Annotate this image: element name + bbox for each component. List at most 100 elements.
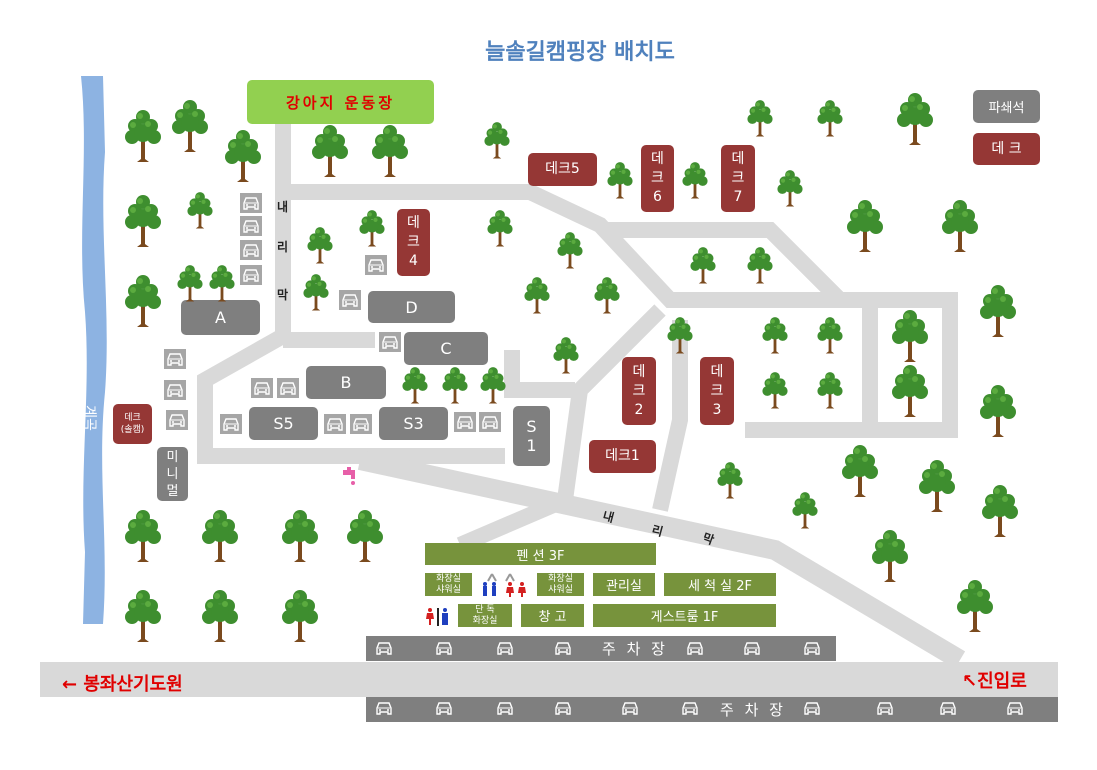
- deck-char: 데: [651, 151, 664, 167]
- faucet-icon: [343, 467, 355, 485]
- car-icon: [679, 698, 701, 722]
- car-icon: [350, 414, 372, 438]
- tree-icon: [483, 120, 511, 163]
- deck-char: 2: [634, 401, 644, 418]
- tree-icon: [978, 382, 1018, 442]
- tree-icon: [200, 587, 240, 647]
- deck-solo-camp[interactable]: 데크 (솔캠): [113, 404, 152, 444]
- site-b[interactable]: B: [306, 366, 386, 399]
- tree-icon: [170, 97, 210, 157]
- car-icon: [164, 349, 186, 373]
- deck-solo-label: (솔캠): [120, 425, 145, 435]
- site-d[interactable]: D: [368, 291, 455, 323]
- legend-deck: 데 크: [973, 133, 1040, 165]
- car-icon: [220, 414, 242, 438]
- deck-char: 3: [712, 401, 722, 418]
- car-icon: [874, 698, 896, 722]
- car-icon: [552, 698, 574, 722]
- car-icon: [433, 698, 455, 722]
- tree-icon: [940, 197, 980, 257]
- car-icon: [324, 414, 346, 438]
- car-icon: [684, 638, 706, 662]
- deck-char: 데: [731, 151, 745, 167]
- tree-icon: [123, 587, 163, 647]
- tree-icon: [441, 365, 469, 408]
- site-c[interactable]: C: [404, 332, 488, 365]
- tree-icon: [358, 208, 386, 251]
- car-icon: [801, 638, 823, 662]
- car-icon: [552, 638, 574, 662]
- tree-icon: [689, 245, 717, 288]
- washroom[interactable]: 세 척 실 2F: [664, 573, 776, 596]
- car-icon: [454, 412, 476, 436]
- tree-icon: [816, 98, 844, 141]
- minimal-char: 니: [166, 466, 179, 482]
- tree-icon: [681, 160, 709, 203]
- tree-icon: [208, 263, 236, 306]
- parking-bottom-label: 주 차 장: [720, 701, 786, 719]
- car-icon: [339, 290, 361, 314]
- tree-icon: [486, 208, 514, 251]
- office[interactable]: 관리실: [593, 573, 655, 596]
- tree-icon: [746, 98, 774, 141]
- tree-icon: [791, 490, 819, 533]
- deck-5[interactable]: 데크5: [528, 153, 597, 186]
- tree-icon: [186, 190, 214, 233]
- site-s3[interactable]: S3: [379, 407, 448, 440]
- legend-gravel: 파쇄석: [973, 90, 1040, 123]
- minimal-char: 미: [166, 449, 179, 465]
- tree-icon: [552, 335, 580, 378]
- tree-icon: [280, 587, 320, 647]
- site-a[interactable]: A: [181, 300, 260, 335]
- tree-icon: [176, 263, 204, 306]
- label: 샤워실: [436, 584, 461, 595]
- car-icon: [164, 380, 186, 404]
- tree-icon: [917, 457, 957, 517]
- car-icon: [365, 255, 387, 279]
- site-minimal[interactable]: 미 니 멀: [157, 447, 188, 501]
- site-s1-label-b: 1: [526, 436, 537, 455]
- tree-icon: [479, 365, 507, 408]
- car-icon: [479, 412, 501, 436]
- pension[interactable]: 펜 션 3F: [425, 543, 656, 565]
- deck-char: 크: [731, 170, 745, 186]
- deck-1[interactable]: 데크1: [589, 440, 656, 473]
- car-icon: [240, 216, 262, 240]
- storage[interactable]: 창 고: [521, 604, 584, 627]
- direction-entrance: ↖진입로: [962, 671, 1027, 692]
- site-s5[interactable]: S5: [249, 407, 318, 440]
- tree-icon: [716, 460, 744, 503]
- deck-char: 7: [733, 189, 743, 205]
- tree-icon: [123, 507, 163, 567]
- car-icon: [1004, 698, 1026, 722]
- tree-icon: [746, 245, 774, 288]
- guestroom[interactable]: 게스트룸 1F: [593, 604, 776, 627]
- deck-solo-label: 데크: [124, 413, 141, 423]
- car-icon: [251, 378, 273, 402]
- dog-park[interactable]: 강아지 운동장: [247, 80, 434, 124]
- tree-icon: [556, 230, 584, 273]
- car-icon: [240, 240, 262, 264]
- car-icon: [619, 698, 641, 722]
- car-icon: [494, 698, 516, 722]
- site-s1[interactable]: S 1: [513, 406, 550, 466]
- car-icon: [801, 698, 823, 722]
- car-icon: [373, 698, 395, 722]
- car-icon: [373, 638, 395, 662]
- deck-char: 데: [632, 363, 646, 380]
- parking-top-label: 주 차 장: [602, 640, 668, 658]
- deck-char: 크: [710, 382, 724, 399]
- tree-icon: [895, 90, 935, 150]
- car-icon: [240, 265, 262, 289]
- label: 화장실: [548, 573, 573, 584]
- car-icon: [494, 638, 516, 662]
- tree-icon: [890, 307, 930, 367]
